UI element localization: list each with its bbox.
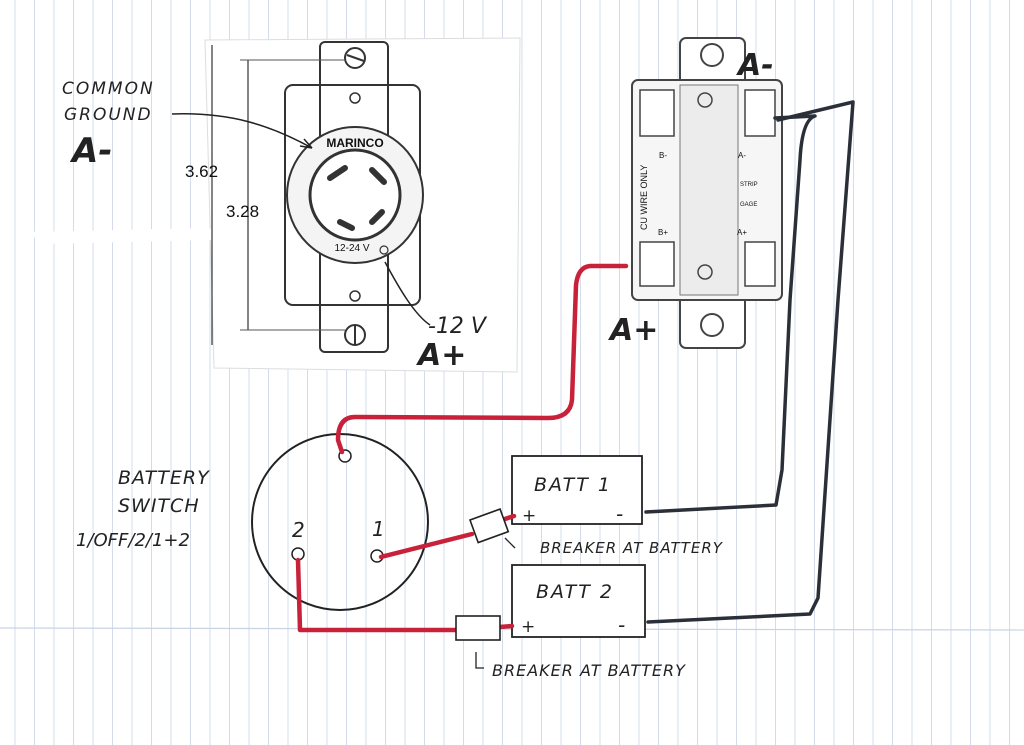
- battery-2-plus: +: [521, 617, 535, 637]
- strip-label: STRIP: [740, 182, 758, 188]
- left-a-minus-label: A-: [69, 131, 112, 171]
- common-label: COMMON: [62, 79, 155, 99]
- ground-leader-arrow: [171, 113, 313, 149]
- breaker-2: BREAKER AT BATTERY: [455, 615, 686, 680]
- cu-wire-only-label: CU WIRE ONLY: [639, 165, 649, 230]
- battery-2-box: [511, 564, 646, 638]
- socket-slots: [327, 165, 387, 231]
- breaker-2-leader: [475, 652, 484, 669]
- breaker-2-box: [455, 615, 501, 641]
- left-a-plus-label: A+: [416, 338, 466, 373]
- mount-hole: [697, 264, 713, 280]
- battery-2-name: BATT 2: [536, 581, 614, 603]
- wires: [295, 100, 855, 633]
- mount-hole: [349, 290, 361, 302]
- 12v-label: -12 V: [428, 314, 488, 339]
- center-web: [679, 84, 739, 296]
- left-receptacle-drawing: MARINCO 12-24 V 3.62 3.28 COMMON GROUND …: [30, 37, 521, 373]
- switch-caption-positions: 1/OFF/2/1+2: [76, 530, 190, 551]
- bottom-screw: [700, 313, 724, 337]
- torn-edge: [30, 228, 214, 244]
- terminal-b-minus: [639, 89, 675, 137]
- battery-switch: 2 1 BATTERY SWITCH 1/OFF/2/1+2: [76, 433, 429, 611]
- battery-1-minus: -: [616, 502, 623, 526]
- breaker-2-label: BREAKER AT BATTERY: [492, 661, 686, 680]
- switch-caption-switch: SWITCH: [118, 495, 200, 517]
- gage-label: GAGE: [740, 202, 757, 208]
- right-a-plus-label: A+: [608, 313, 658, 348]
- negative-wire-batt2: [646, 100, 855, 624]
- ground-label: GROUND: [64, 105, 153, 125]
- negative-wire-batt1: [644, 114, 817, 514]
- terminal-dot: [379, 245, 389, 255]
- battery-1-box: [511, 455, 643, 525]
- terminal-b-plus: [639, 241, 675, 287]
- breaker-1-box: [468, 508, 510, 544]
- right-receptacle-drawing: B- A- B+ A+ CU WIRE ONLY STRIP GAGE A- A…: [608, 37, 783, 349]
- dimension-inner-value: 3.28: [226, 202, 259, 221]
- dimension-outer-value: 3.62: [185, 162, 218, 181]
- positive-wire-receptacle-to-switch: [335, 263, 629, 455]
- breaker-1-leader: [504, 537, 516, 549]
- top-screw: [700, 43, 724, 67]
- battery-1: BATT 1 + -: [511, 455, 643, 526]
- post-1-label: 1: [372, 517, 385, 541]
- terminal-a-minus-label: A-: [738, 151, 746, 160]
- terminal-a-plus-label: A+: [737, 228, 747, 237]
- breaker-1-label: BREAKER AT BATTERY: [540, 539, 724, 557]
- battery-2: BATT 2 + -: [511, 564, 646, 638]
- mount-hole: [697, 92, 713, 108]
- terminal-a-minus: [744, 89, 776, 137]
- switch-caption-battery: BATTERY: [118, 467, 210, 489]
- rating-label: 12-24 V: [334, 243, 369, 254]
- battery-1-plus: +: [522, 506, 536, 526]
- mount-hole: [349, 92, 361, 104]
- 12v-leader: [384, 261, 431, 326]
- battery-1-name: BATT 1: [534, 474, 612, 496]
- battery-2-minus: -: [618, 613, 625, 637]
- right-a-minus-label: A-: [736, 48, 774, 83]
- brand-label: MARINCO: [326, 136, 383, 150]
- positive-wire-batt2: [295, 557, 515, 633]
- terminal-a-plus: [744, 241, 776, 287]
- breaker-1: BREAKER AT BATTERY: [468, 508, 724, 557]
- post-2-label: 2: [292, 518, 305, 542]
- top-screw-slot: [346, 54, 365, 62]
- outlet-socket: [308, 148, 402, 242]
- arrowhead: [299, 138, 313, 149]
- terminal-b-plus-label: B+: [658, 228, 668, 237]
- terminal-b-minus-label: B-: [659, 151, 667, 160]
